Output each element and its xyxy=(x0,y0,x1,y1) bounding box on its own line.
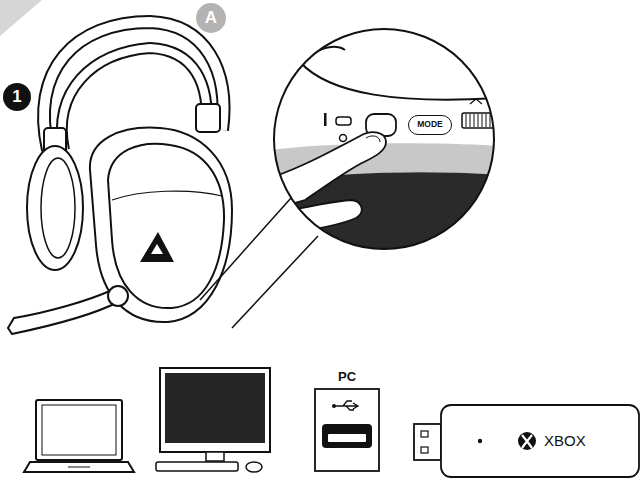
laptop-icon-part xyxy=(68,467,90,468)
badge-circle-fill xyxy=(3,83,31,111)
desktop-computer-icon-part xyxy=(156,462,238,471)
zoom-callout-part-part xyxy=(366,136,380,142)
zoom-callout-part-part xyxy=(272,200,362,236)
usb-socket xyxy=(322,424,372,448)
xbox-logo-disc xyxy=(518,432,536,450)
usb-port-box xyxy=(314,388,380,472)
laptop-icon-part xyxy=(36,400,122,460)
xbox-logo-mark xyxy=(522,435,532,448)
badge-circle-fill xyxy=(196,3,226,33)
zoom-callout-part-part xyxy=(270,132,386,210)
usb-socket-slot xyxy=(328,434,366,442)
desktop-computer-icon xyxy=(156,368,270,472)
headset-drawing-part xyxy=(27,146,83,270)
desktop-computer-icon-part xyxy=(206,452,224,461)
leader-lines xyxy=(200,198,318,328)
headset-drawing-part xyxy=(41,158,75,258)
callout-number-label: 1 xyxy=(12,88,21,107)
leader-lines-part xyxy=(232,236,318,328)
headset-drawing-part xyxy=(90,128,232,322)
laptop-icon xyxy=(24,400,134,472)
zoom-callout-part xyxy=(274,29,494,249)
desktop-computer-icon-part xyxy=(160,368,270,452)
leader-lines-part xyxy=(200,198,291,300)
headset-drawing-part xyxy=(196,104,220,132)
pc-usb-port: PC xyxy=(314,370,380,476)
status-led xyxy=(478,439,482,443)
zoom-callout-part-part xyxy=(300,62,500,100)
desktop-computer-icon-part xyxy=(165,373,265,443)
dongle-body xyxy=(440,404,640,478)
usb-dongle-label: XBOX xyxy=(544,433,586,450)
zoom-callout-part-part xyxy=(336,117,351,125)
headset-drawing-part xyxy=(151,244,163,254)
headset-drawing xyxy=(8,22,232,334)
zoom-callout-part-part xyxy=(462,113,502,128)
headset-drawing-part xyxy=(8,290,118,334)
step-letter-badge-label: A xyxy=(205,9,217,28)
zoom-callout-part-part xyxy=(324,113,327,126)
callout-number: 1 xyxy=(2,82,32,112)
zoom-callout-part-part xyxy=(340,135,347,142)
xbox-logo xyxy=(518,432,536,450)
dongle-outline xyxy=(441,405,639,477)
zoom-callout-part-part xyxy=(470,99,482,104)
port-frame xyxy=(315,389,379,471)
usb-dongle-plug-part xyxy=(414,424,441,460)
laptop-icon-part xyxy=(42,405,116,455)
usb-symbol xyxy=(332,401,358,410)
headset-drawing-part xyxy=(108,286,128,306)
corner-tab xyxy=(0,0,42,36)
laptop-icon-part xyxy=(24,462,134,472)
usb-symbol-dot xyxy=(332,404,336,408)
headset-drawing-part xyxy=(112,191,222,200)
zoom-callout-part-part xyxy=(466,114,490,127)
usb-dongle: XBOX xyxy=(440,404,640,478)
pc-usb-port-label: PC xyxy=(338,370,356,384)
usb-symbol-lines xyxy=(335,401,358,410)
usb-dongle-plug xyxy=(414,424,441,460)
zoom-callout xyxy=(270,29,502,260)
usb-dongle-plug-part xyxy=(421,447,428,453)
step-letter-badge: A xyxy=(195,2,227,34)
headset-drawing-part xyxy=(108,144,224,308)
desktop-computer-icon-part xyxy=(246,462,262,472)
mode-button-label: MODE xyxy=(417,120,443,129)
headset-drawing-part xyxy=(140,232,174,262)
mode-button: MODE xyxy=(408,115,452,135)
usb-dongle-plug-part xyxy=(421,431,428,437)
zoom-callout-part xyxy=(270,47,502,260)
